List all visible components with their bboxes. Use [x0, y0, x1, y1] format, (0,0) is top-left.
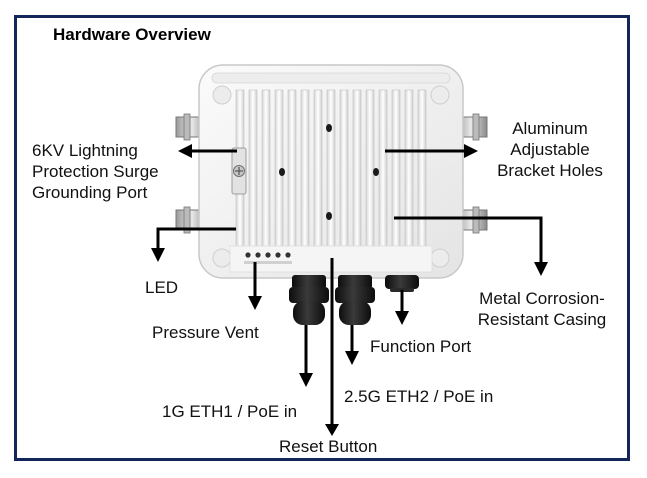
label-grounding-line-2: Protection Surge	[32, 162, 159, 181]
arrow-pressure-vent	[248, 262, 262, 310]
arrow-casing	[394, 216, 548, 276]
label-bracket-line-1: Aluminum	[512, 119, 588, 138]
label-reset-button: Reset Button	[279, 437, 378, 456]
arrow-grounding	[178, 144, 237, 158]
grounding-screw	[231, 147, 247, 195]
label-grounding-port: 6KV Lightning Protection Surge Grounding…	[32, 140, 159, 203]
bracket-holes	[279, 124, 379, 220]
heat-sink-fins	[235, 89, 427, 251]
arrow-function-port	[395, 290, 409, 325]
function-port-plug	[385, 275, 419, 292]
eth2-cable-gland	[335, 275, 375, 325]
label-led: LED	[145, 278, 179, 297]
arrow-led	[151, 227, 236, 262]
label-pressure-vent: Pressure Vent	[152, 323, 259, 342]
arrow-bracket	[385, 144, 478, 158]
eth1-cable-gland	[289, 275, 329, 325]
label-bracket-line-3: Bracket Holes	[497, 161, 603, 180]
label-bracket-line-2: Adjustable	[510, 140, 590, 159]
label-grounding-line-3: Grounding Port	[32, 183, 148, 202]
label-eth2: 2.5G ETH2 / PoE in	[344, 387, 494, 406]
arrow-eth2	[345, 325, 359, 365]
diagram-title: Hardware Overview	[53, 25, 211, 44]
label-grounding-line-1: 6KV Lightning	[32, 141, 138, 160]
label-function-port: Function Port	[370, 337, 472, 356]
label-bracket-holes: Aluminum Adjustable Bracket Holes	[490, 118, 610, 181]
arrow-eth1	[299, 325, 313, 387]
arrow-reset	[325, 258, 339, 436]
label-casing-line-2: Resistant Casing	[477, 310, 607, 329]
label-eth1: 1G ETH1 / PoE in	[162, 402, 298, 421]
label-casing: Metal Corrosion- Resistant Casing	[460, 288, 624, 330]
label-casing-line-1: Metal Corrosion-	[479, 289, 605, 308]
